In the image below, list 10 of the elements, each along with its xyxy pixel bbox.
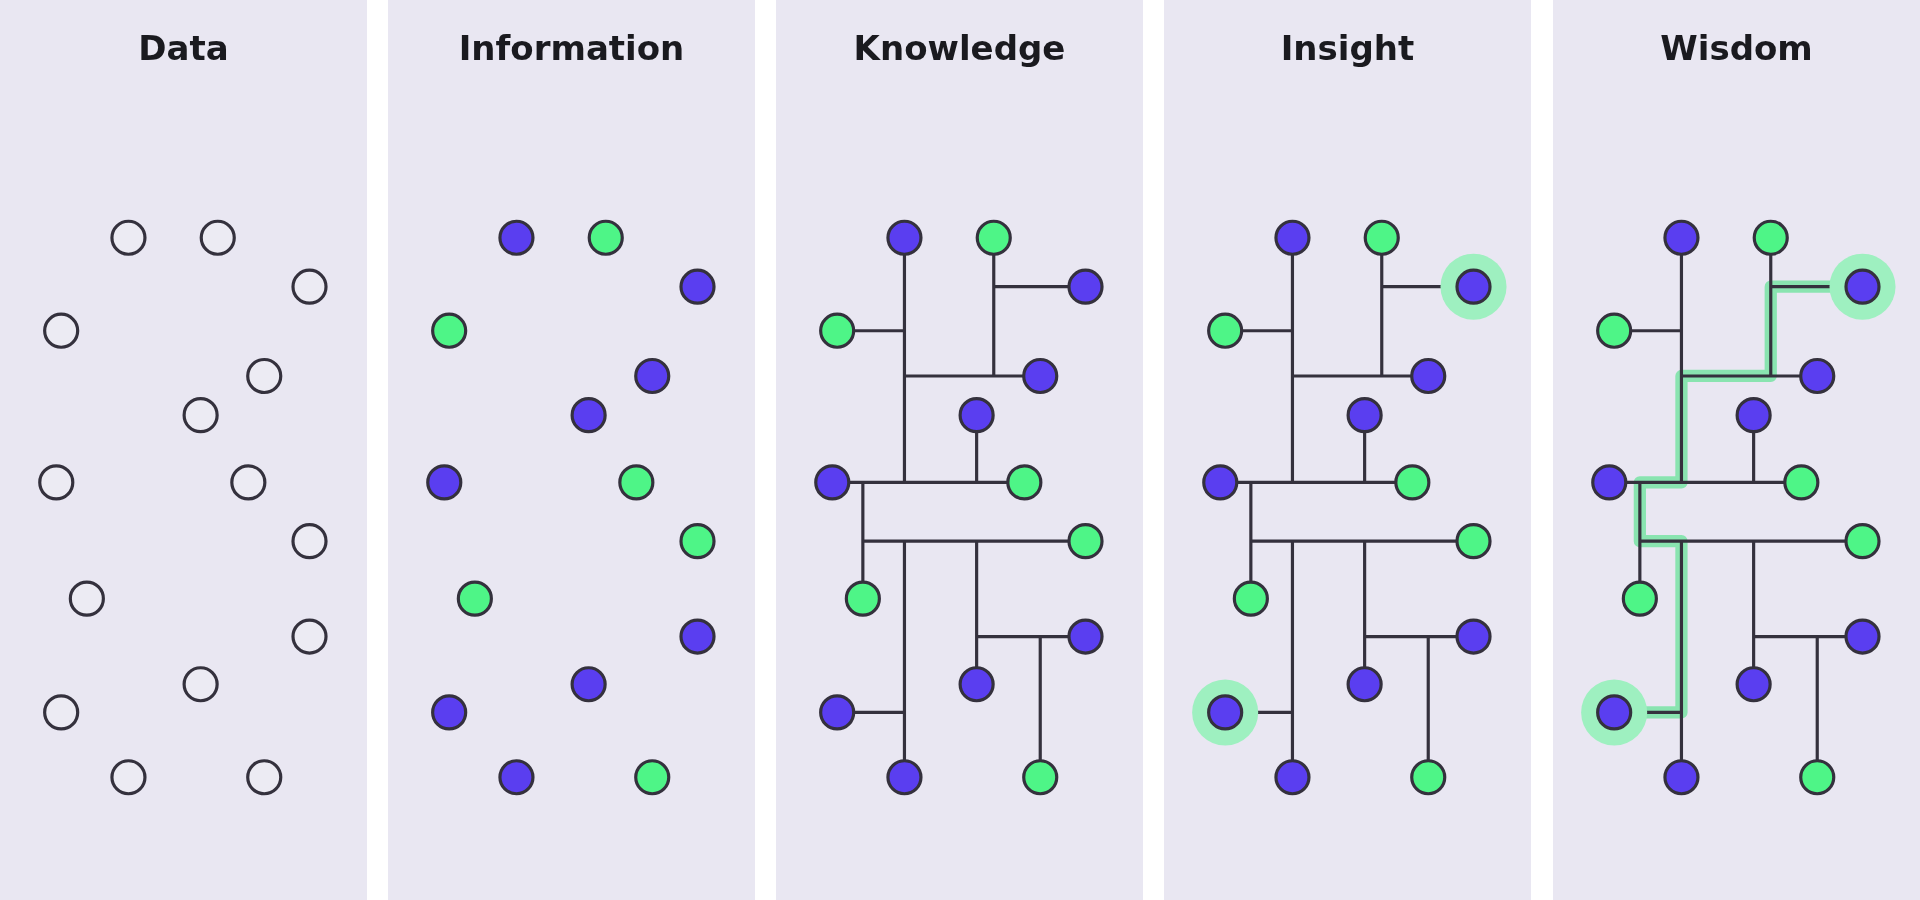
panel-title: Insight: [1280, 28, 1415, 68]
panel: [388, 0, 755, 900]
panel-title: Wisdom: [1660, 28, 1813, 68]
panel: [1553, 0, 1920, 900]
panel-title: Data: [138, 28, 229, 68]
panel: [1164, 0, 1531, 900]
panel: [0, 0, 367, 900]
panel: [776, 0, 1143, 900]
panel-title: Information: [458, 28, 685, 68]
panel-title: Knowledge: [853, 28, 1066, 68]
